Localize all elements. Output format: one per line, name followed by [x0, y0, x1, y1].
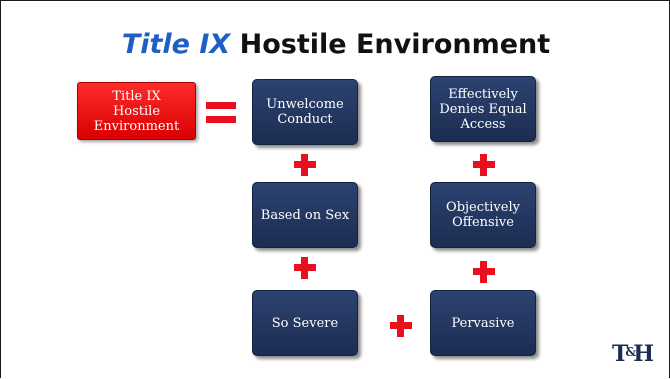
title-emphasis: Title IX	[121, 29, 231, 60]
element-denies-equal-access: Effectively Denies Equal Access	[430, 76, 536, 142]
logo-amp: &	[625, 345, 637, 359]
plus-sign	[294, 154, 316, 176]
title-rest: Hostile Environment	[230, 29, 551, 60]
equals-sign	[206, 102, 236, 124]
element-unwelcome-conduct: Unwelcome Conduct	[252, 79, 358, 145]
plus-sign	[473, 154, 495, 176]
logo-h: H	[633, 341, 655, 367]
element-so-severe: So Severe	[252, 290, 358, 356]
element-objectively-offensive: Objectively Offensive	[430, 182, 536, 248]
definition-box: Title IX Hostile Environment	[77, 82, 196, 140]
plus-sign	[294, 257, 316, 279]
logo-t: T	[612, 341, 629, 367]
slide-title: Title IX Hostile Environment	[1, 29, 670, 60]
element-based-on-sex: Based on Sex	[252, 182, 358, 248]
plus-sign	[473, 261, 495, 283]
plus-sign	[390, 315, 412, 337]
element-pervasive: Pervasive	[430, 290, 536, 356]
th-logo: T&H	[612, 341, 654, 367]
